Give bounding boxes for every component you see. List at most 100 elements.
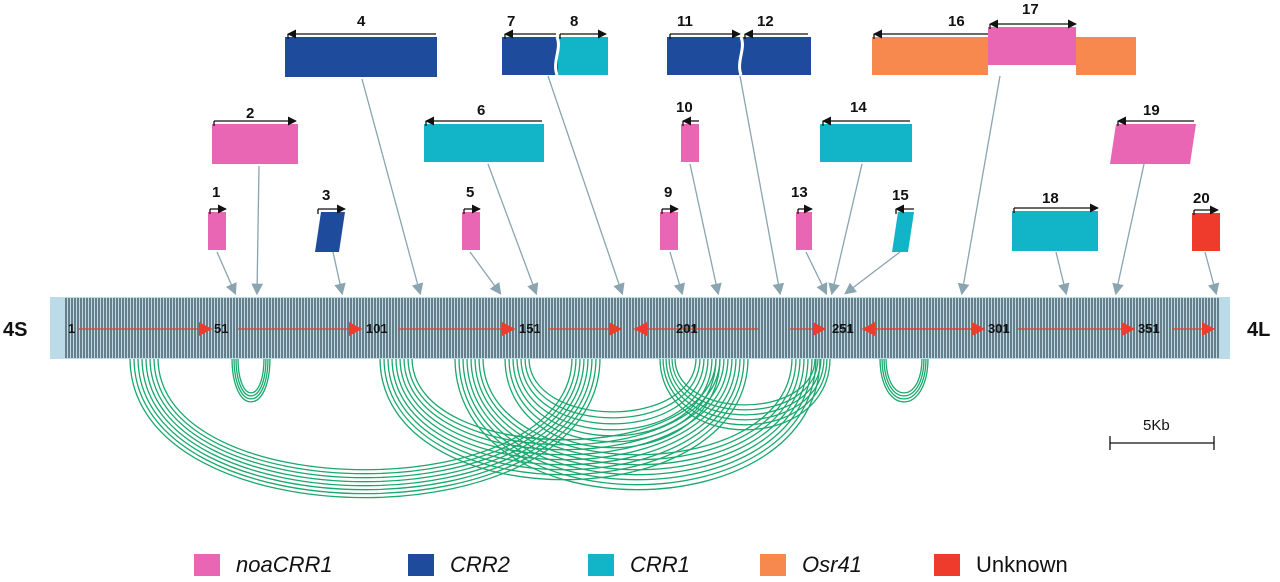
arc-set-151-251: [458, 357, 817, 486]
element-14-box: [820, 124, 912, 162]
direction-arrow-head: [349, 322, 362, 336]
pointer-line: [469, 251, 502, 295]
element-3: 3: [315, 187, 346, 252]
direction-arrow-head: [199, 322, 212, 336]
pointer-line: [739, 75, 785, 296]
arc-set-201-251: [659, 357, 831, 431]
element-9-box: [660, 212, 678, 250]
element-4: 4: [285, 13, 437, 77]
element-18-box: [1012, 211, 1098, 251]
element-4-number: 4: [357, 13, 366, 30]
end-label-4l: 4L: [1247, 319, 1270, 341]
direction-arrow-head: [634, 322, 647, 336]
position-label-101: 101: [366, 321, 388, 336]
direction-arrow-head: [972, 322, 985, 336]
element-17: 17: [988, 1, 1077, 65]
arc-set-151-201: [524, 357, 701, 419]
element-1-number: 1: [212, 184, 220, 201]
element-12-number: 12: [757, 13, 774, 30]
arc-set-1-151: [157, 357, 573, 471]
arc-set-151-251: [474, 357, 801, 466]
element-11: 11: [667, 13, 741, 75]
pointer-line: [361, 78, 424, 296]
pointer-line: [332, 251, 346, 296]
element-10-number: 10: [676, 99, 693, 116]
legend-item-osr41: Osr41: [760, 552, 862, 578]
arc-set-1-151: [153, 357, 577, 475]
position-label-301: 301: [988, 321, 1010, 336]
element-1: 1: [208, 184, 227, 250]
element-6-box: [424, 124, 544, 162]
element-16: 16: [872, 13, 988, 75]
direction-arrow-head: [502, 322, 515, 336]
element-3-number: 3: [322, 187, 330, 204]
element-13-number: 13: [791, 184, 808, 201]
direction-arrow-head: [862, 322, 875, 336]
element-16-number: 16: [948, 13, 965, 30]
element-5-box: [462, 212, 480, 250]
element-17-number: 17: [1022, 1, 1039, 18]
element-12-box: [741, 37, 811, 75]
element-19-box: [1110, 124, 1196, 164]
pointer-line: [669, 251, 685, 296]
legend-item-crr2: CRR2: [408, 552, 510, 578]
element-19-number: 19: [1143, 102, 1160, 119]
pointer-line: [1055, 251, 1070, 296]
arc-set-51: [231, 357, 271, 403]
position-label-201: 201: [676, 321, 698, 336]
chromosome-strip-lines: [65, 298, 1219, 358]
pointer-line: [216, 251, 237, 296]
position-label-251: 251: [832, 321, 854, 336]
arc-set-301: [883, 357, 925, 397]
arc-set-51: [233, 357, 269, 400]
element-2: 2: [212, 105, 298, 164]
legend-swatch-osr41: [760, 554, 786, 576]
pointer-line: [689, 163, 722, 296]
arc-set-1-151: [129, 357, 601, 499]
element-20-box: [1192, 213, 1220, 251]
element-15: 15: [892, 187, 914, 252]
element-9-number: 9: [664, 184, 672, 201]
element-11-box: [667, 37, 741, 75]
pointer-line: [1204, 251, 1220, 296]
arc-set-151-251: [482, 357, 793, 456]
element-17-box: [988, 27, 1076, 65]
pointer-line: [828, 163, 863, 296]
arc-set-1-151: [133, 357, 597, 495]
element-15-box: [892, 212, 914, 252]
arc-set-201-251: [674, 357, 816, 406]
pointer-line: [805, 251, 828, 296]
element-8-number: 8: [570, 13, 578, 30]
arc-set-201-251: [668, 357, 822, 416]
element-7-box: [502, 37, 558, 75]
arc-set-151-251: [478, 357, 797, 461]
arc-set-301: [879, 357, 929, 403]
legend-swatch-noacrr1: [194, 554, 220, 576]
element-3-box: [315, 212, 345, 252]
element-7-number: 7: [507, 13, 515, 30]
arc-set-151-201: [504, 357, 721, 449]
element-15-number: 15: [892, 187, 909, 204]
element-14: 14: [820, 99, 912, 162]
arc-set-151-201: [520, 357, 705, 425]
direction-arrow-head: [813, 322, 826, 336]
legend-item-unknown: Unknown: [934, 552, 1068, 578]
element-10-box: [681, 124, 699, 162]
interaction-arcs: [129, 357, 929, 499]
legend-swatch-crr1: [588, 554, 614, 576]
scale-bar: 5Kb: [1109, 417, 1215, 450]
arc-set-1-151: [137, 357, 593, 491]
element-18-number: 18: [1042, 190, 1059, 207]
pointer-line: [957, 75, 1001, 296]
element-6: 6: [424, 102, 544, 162]
element-seam: [554, 36, 560, 76]
arc-set-51: [237, 357, 265, 394]
direction-arrow-head: [1202, 322, 1215, 336]
pointer-line: [844, 251, 901, 295]
element-seam: [738, 36, 744, 76]
arc-set-1-151: [149, 357, 581, 479]
element-10: 10: [676, 99, 699, 162]
arc-set-151-251: [462, 357, 813, 481]
end-label-4s: 4S: [3, 319, 27, 341]
arc-set-301: [885, 357, 923, 394]
